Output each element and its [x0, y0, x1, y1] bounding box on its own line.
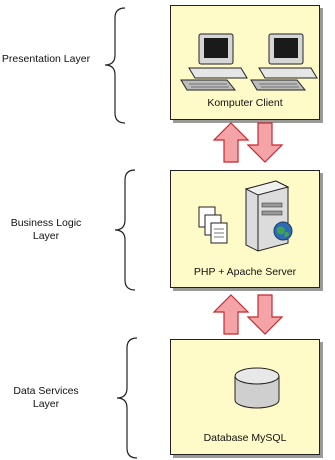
- server-box-caption: PHP + Apache Server: [193, 266, 297, 278]
- arrow-up-icon: [212, 294, 250, 335]
- brace-presentation: [104, 7, 126, 124]
- database-box: Database MySQL: [170, 339, 320, 455]
- database-illustration: [234, 367, 280, 409]
- business-logic-layer-label: Business Logic Layer: [10, 217, 82, 242]
- data-services-layer-label: Data Services Layer: [13, 385, 79, 410]
- brace-business-logic: [114, 169, 136, 291]
- globe-icon: [273, 221, 293, 241]
- documents-icon: [198, 206, 228, 244]
- client-computers-illustration: [180, 33, 318, 91]
- desktop-computer-icon: [180, 33, 248, 91]
- server-box: PHP + Apache Server: [170, 170, 320, 288]
- brace-data-services: [116, 337, 138, 459]
- arrow-up-icon: [212, 122, 250, 163]
- database-box-caption: Database MySQL: [203, 432, 287, 444]
- server-icon: [244, 180, 290, 252]
- database-icon: [234, 367, 280, 409]
- arrow-down-icon: [246, 294, 284, 335]
- client-box-caption: Komputer Client: [207, 97, 283, 109]
- presentation-layer-label: Presentation Layer: [1, 53, 91, 65]
- desktop-computer-icon: [250, 33, 318, 91]
- arrow-down-icon: [246, 122, 284, 163]
- server-illustration: [198, 180, 293, 252]
- client-box: Komputer Client: [170, 5, 320, 120]
